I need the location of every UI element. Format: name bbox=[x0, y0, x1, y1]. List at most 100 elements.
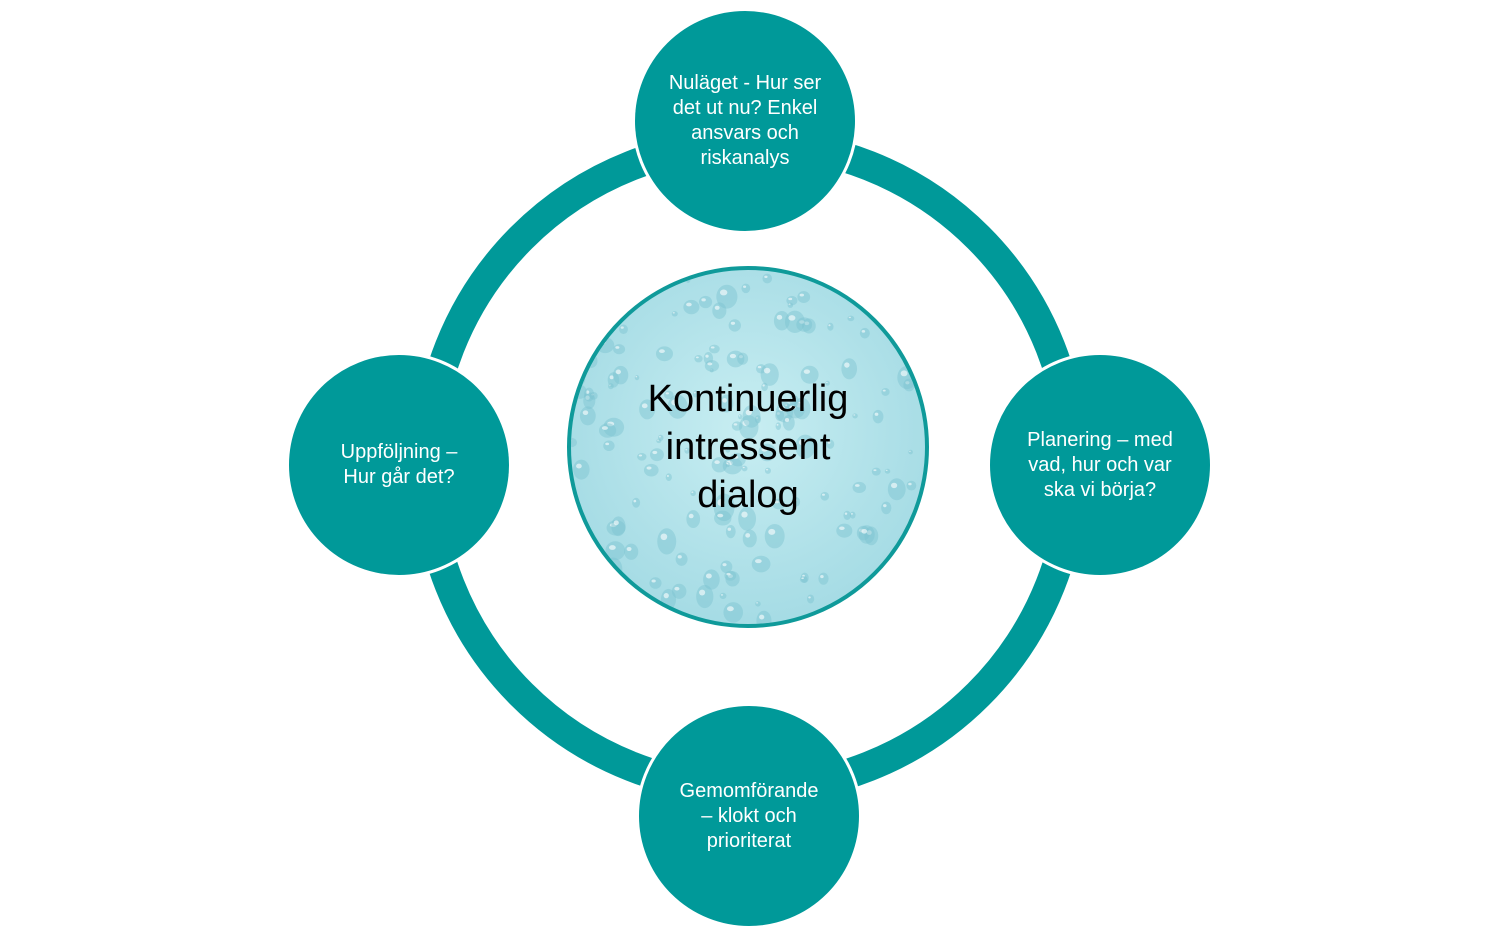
water-drop bbox=[623, 273, 644, 302]
water-drop bbox=[773, 310, 790, 331]
water-drop bbox=[605, 541, 626, 561]
water-drop bbox=[863, 601, 874, 614]
water-drop bbox=[593, 323, 599, 331]
water-drop bbox=[704, 360, 720, 372]
center-circle: Kontinuerlig intressent dialog bbox=[567, 266, 929, 628]
water-drop bbox=[852, 481, 867, 494]
water-drop bbox=[725, 445, 731, 453]
water-drop bbox=[652, 600, 661, 611]
water-drop bbox=[881, 501, 892, 515]
water-drop bbox=[584, 387, 595, 402]
water-drop bbox=[903, 378, 915, 392]
water-drop bbox=[908, 449, 913, 455]
water-drop bbox=[683, 299, 700, 315]
node-planning: Planering – med vad, hur och var ska vi … bbox=[987, 352, 1213, 578]
water-drop bbox=[825, 380, 830, 386]
water-drop bbox=[817, 272, 824, 279]
water-drop bbox=[797, 291, 811, 304]
water-drop bbox=[671, 311, 678, 317]
water-drop bbox=[786, 295, 798, 306]
water-drop bbox=[751, 555, 771, 573]
water-drop bbox=[685, 276, 691, 283]
water-drop bbox=[855, 610, 873, 624]
water-drop bbox=[789, 394, 799, 408]
water-drop bbox=[906, 480, 917, 491]
water-drop bbox=[663, 606, 668, 611]
water-drop bbox=[792, 497, 801, 507]
water-drop bbox=[795, 434, 816, 459]
water-drop bbox=[843, 510, 851, 520]
water-drop bbox=[611, 516, 626, 537]
water-drop bbox=[663, 390, 674, 400]
water-drop bbox=[820, 491, 830, 501]
water-drop bbox=[650, 448, 664, 462]
water-drop bbox=[756, 364, 766, 374]
water-drop bbox=[772, 498, 785, 510]
water-drop bbox=[571, 373, 586, 386]
water-drop bbox=[784, 310, 805, 333]
water-drop bbox=[731, 421, 743, 431]
water-drop bbox=[847, 315, 855, 322]
node-current-state: Nuläget - Hur ser det ut nu? Enkel ansva… bbox=[632, 8, 858, 234]
water-drop bbox=[656, 438, 662, 444]
water-drop bbox=[694, 354, 703, 363]
water-drop bbox=[785, 402, 805, 419]
water-drop bbox=[738, 414, 743, 420]
water-drop bbox=[741, 465, 748, 472]
water-drop bbox=[887, 478, 906, 501]
water-drop bbox=[634, 375, 640, 381]
water-drop bbox=[775, 422, 782, 430]
water-drop bbox=[775, 409, 785, 422]
node-implementation-label: Gemomförande – klokt och prioriterat bbox=[679, 779, 819, 852]
water-drop bbox=[723, 602, 744, 623]
water-drop bbox=[841, 358, 858, 380]
water-drop bbox=[620, 270, 640, 285]
water-drop bbox=[604, 557, 623, 581]
water-drop bbox=[884, 468, 891, 474]
water-drop bbox=[572, 353, 579, 360]
water-drop bbox=[758, 443, 776, 462]
water-drop bbox=[742, 529, 757, 548]
water-drop bbox=[761, 382, 768, 392]
water-drop bbox=[764, 523, 785, 549]
water-drop bbox=[764, 467, 771, 474]
water-drop bbox=[637, 452, 647, 461]
water-drop bbox=[737, 352, 749, 365]
water-drop bbox=[584, 353, 598, 368]
water-drop bbox=[709, 368, 714, 373]
water-drop bbox=[624, 543, 639, 560]
water-drop bbox=[639, 399, 656, 420]
water-drop bbox=[800, 270, 805, 275]
water-drop bbox=[720, 560, 733, 574]
water-drop bbox=[879, 598, 891, 613]
water-drop bbox=[849, 511, 856, 519]
water-drop bbox=[583, 392, 596, 410]
water-drop bbox=[671, 583, 687, 599]
water-drop bbox=[649, 577, 662, 589]
water-drop bbox=[712, 302, 727, 319]
water-drop bbox=[739, 415, 759, 440]
water-drops-texture bbox=[571, 270, 925, 624]
water-drop bbox=[703, 352, 714, 365]
water-drop bbox=[775, 401, 794, 423]
water-drop bbox=[657, 528, 677, 555]
water-drop bbox=[607, 372, 620, 388]
water-drop bbox=[742, 405, 761, 428]
water-drop bbox=[711, 457, 728, 473]
water-drop bbox=[608, 383, 614, 390]
water-drop bbox=[660, 588, 677, 610]
water-drop bbox=[686, 510, 701, 528]
water-drop bbox=[696, 584, 714, 609]
water-drop bbox=[673, 621, 678, 624]
node-follow-up-label: Uppföljning – Hur går det? bbox=[340, 441, 458, 488]
water-drop bbox=[708, 344, 720, 354]
water-drop bbox=[902, 270, 912, 276]
water-drop bbox=[643, 463, 659, 477]
water-drop bbox=[613, 365, 629, 385]
water-drop bbox=[858, 525, 875, 544]
water-drop bbox=[902, 543, 924, 563]
water-drop bbox=[799, 575, 808, 583]
water-drop bbox=[596, 337, 615, 354]
water-drop bbox=[796, 317, 813, 332]
water-drop bbox=[729, 452, 746, 467]
